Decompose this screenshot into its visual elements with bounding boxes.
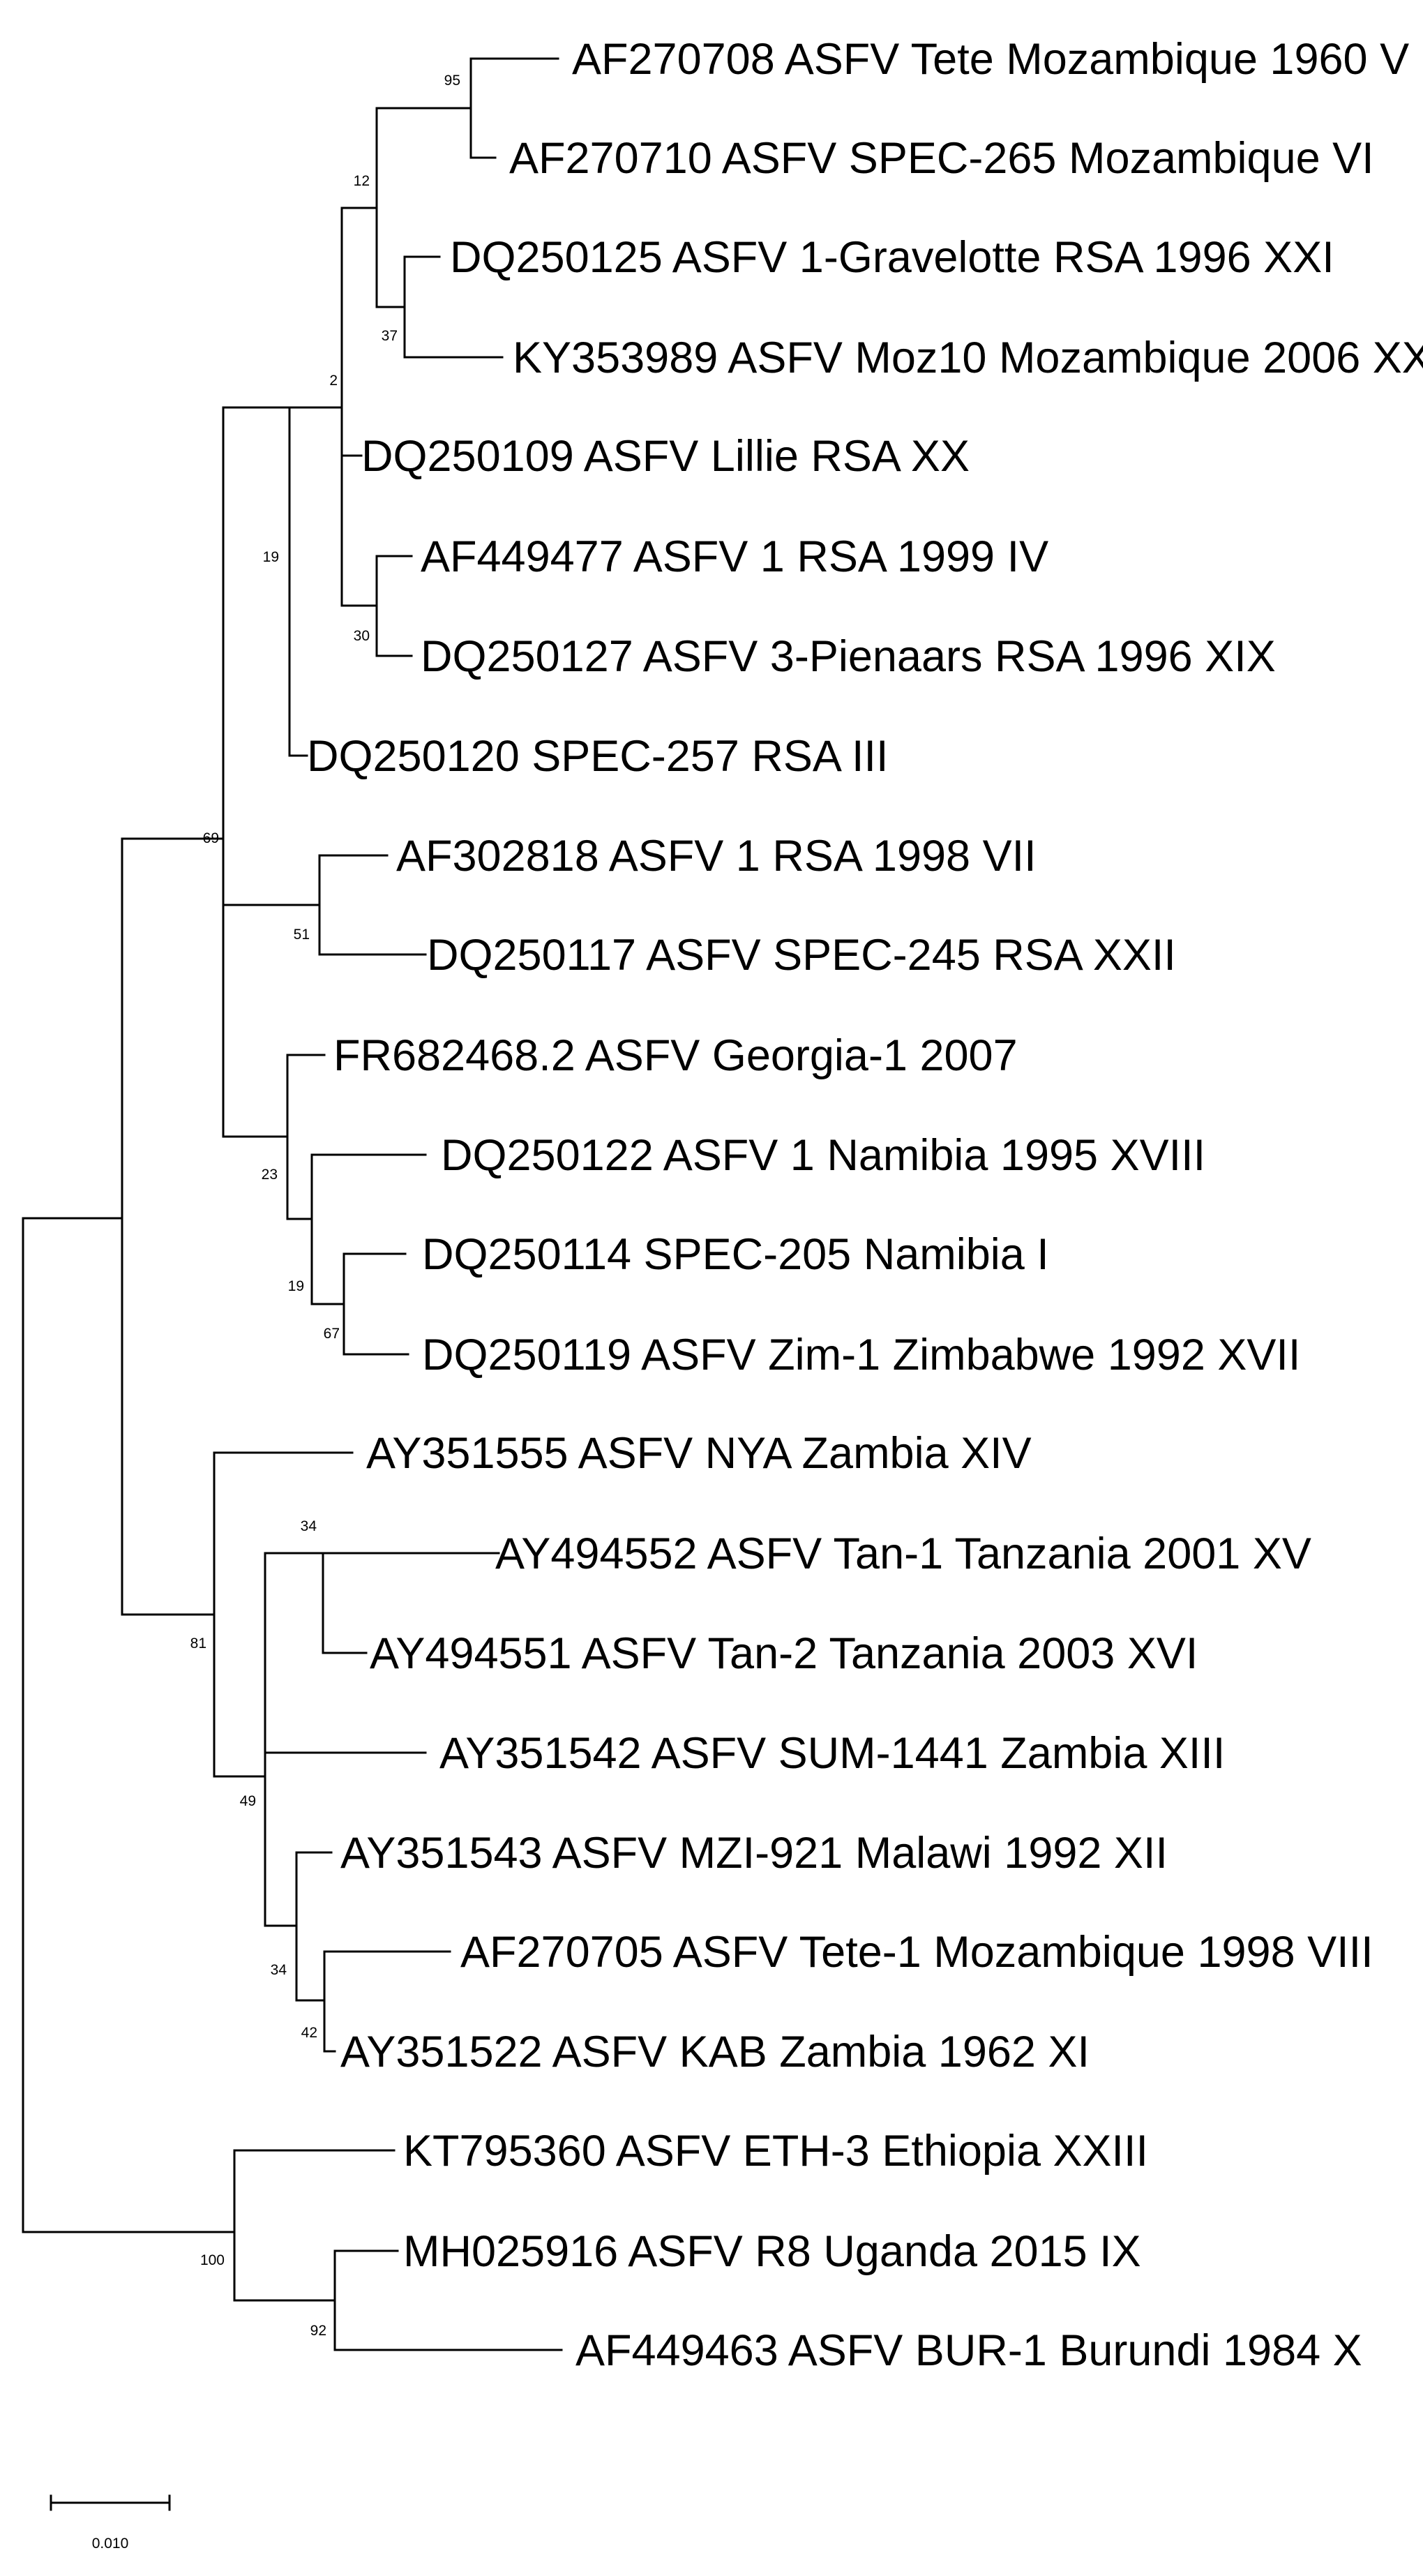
branch-node-12 <box>340 107 378 457</box>
leaf-label: AF302818 ASFV 1 RSA 1998 VII <box>396 832 1037 881</box>
leaf-label: KY353989 ASFV Moz10 Mozambique 2006 XXIV <box>513 334 1423 382</box>
leaf-label: AF449463 ASFV BUR-1 Burundi 1984 X <box>575 2326 1362 2375</box>
bootstrap-value: 100 <box>200 2252 225 2268</box>
leaf-label: AY351543 ASFV MZI-921 Malawi 1992 XII <box>340 1829 1168 1878</box>
bootstrap-value: 42 <box>301 2025 317 2041</box>
leaf-label: DQ250120 SPEC-257 RSA III <box>307 732 888 781</box>
leaf-label: AF449477 ASFV 1 RSA 1999 IV <box>421 532 1048 581</box>
leaf-label: AF270708 ASFV Tete Mozambique 1960 V <box>572 35 1409 84</box>
leaf-label: AY351522 ASFV KAB Zambia 1962 XI <box>340 2028 1090 2076</box>
leaf-label: DQ250127 ASFV 3-Pienaars RSA 1996 XIX <box>421 632 1276 681</box>
leaf-labels: AF270708 ASFV Tete Mozambique 1960 V AF2… <box>307 35 1423 2375</box>
leaf-label: DQ250125 ASFV 1-Gravelotte RSA 1996 XXI <box>450 233 1334 282</box>
leaf-label: AY494552 ASFV Tan-1 Tanzania 2001 XV <box>495 1529 1311 1578</box>
bootstrap-value: 12 <box>354 173 370 189</box>
branch-node-2 <box>288 207 343 607</box>
scale-bar: 0.010 <box>50 2494 171 2552</box>
branch-node-81 <box>213 1451 354 1778</box>
bootstrap-value: 37 <box>382 328 398 344</box>
branch-node-42 <box>323 1950 451 2053</box>
leaf-label: DQ250119 ASFV Zim-1 Zimbabwe 1992 XVII <box>422 1331 1300 1379</box>
leaf-label: AF270705 ASFV Tete-1 Mozambique 1998 VII… <box>460 1928 1373 1977</box>
leaf-label: DQ250109 ASFV Lillie RSA XX <box>361 432 970 481</box>
bootstrap-value: 81 <box>190 1635 206 1652</box>
leaf-label: AF270710 ASFV SPEC-265 Mozambique VI <box>509 134 1374 183</box>
scale-bar-label: 0.010 <box>92 2536 129 2552</box>
branch-node-19a <box>288 406 308 757</box>
bootstrap-value: 69 <box>203 830 219 846</box>
leaf-label: DQ250117 ASFV SPEC-245 RSA XXII <box>427 931 1176 980</box>
branch-node-19b <box>310 1153 427 1305</box>
bootstrap-value: 67 <box>324 1326 340 1342</box>
leaf-label: FR682468.2 ASFV Georgia-1 2007 <box>333 1031 1018 1080</box>
bootstrap-value: 95 <box>444 73 460 89</box>
bootstrap-values: 95 12 37 2 30 19 69 51 23 19 67 34 49 34… <box>190 73 460 2339</box>
bootstrap-value: 19 <box>263 549 279 565</box>
branch-node-49 <box>264 1552 427 1927</box>
tree-branches <box>22 57 563 2351</box>
bootstrap-value: 34 <box>271 1962 287 1978</box>
bootstrap-value: 2 <box>329 373 338 389</box>
branch-node-67 <box>342 1252 409 1356</box>
bootstrap-value: 30 <box>354 628 370 644</box>
scale-bar-line <box>50 2494 171 2511</box>
branch-node-92 <box>333 2249 563 2351</box>
leaf-label: MH025916 ASFV R8 Uganda 2015 IX <box>403 2227 1141 2276</box>
leaf-label: KT795360 ASFV ETH-3 Ethiopia XXIII <box>403 2127 1148 2176</box>
branch-node-51 <box>222 854 427 956</box>
leaf-label: DQ250122 ASFV 1 Namibia 1995 XVIII <box>441 1131 1205 1180</box>
bootstrap-value: 19 <box>288 1278 304 1294</box>
branch-clade-b <box>222 406 291 1138</box>
branch-clade-a <box>121 837 225 1616</box>
leaf-label: DQ250114 SPEC-205 Namibia I <box>422 1230 1049 1279</box>
branch-node-37 <box>375 255 504 359</box>
branch-node-95 <box>375 57 559 159</box>
bootstrap-value: 34 <box>301 1518 317 1534</box>
bootstrap-value: 23 <box>262 1167 278 1183</box>
bootstrap-value: 51 <box>294 927 310 943</box>
leaf-label: AY351555 ASFV NYA Zambia XIV <box>366 1429 1032 1478</box>
branch-node-23 <box>286 1054 326 1220</box>
branch-node-34b <box>295 1851 333 2002</box>
branch-node-30 <box>340 555 413 657</box>
leaf-label: AY494551 ASFV Tan-2 Tanzania 2003 XVI <box>370 1629 1198 1678</box>
leaf-label: AY351542 ASFV SUM-1441 Zambia XIII <box>439 1729 1225 1778</box>
branch-node-34a <box>322 1552 500 1654</box>
bootstrap-value: 49 <box>240 1793 256 1809</box>
branch-root <box>22 1217 236 2233</box>
branch-node-100 <box>233 2149 396 2302</box>
bootstrap-value: 92 <box>310 2323 326 2339</box>
